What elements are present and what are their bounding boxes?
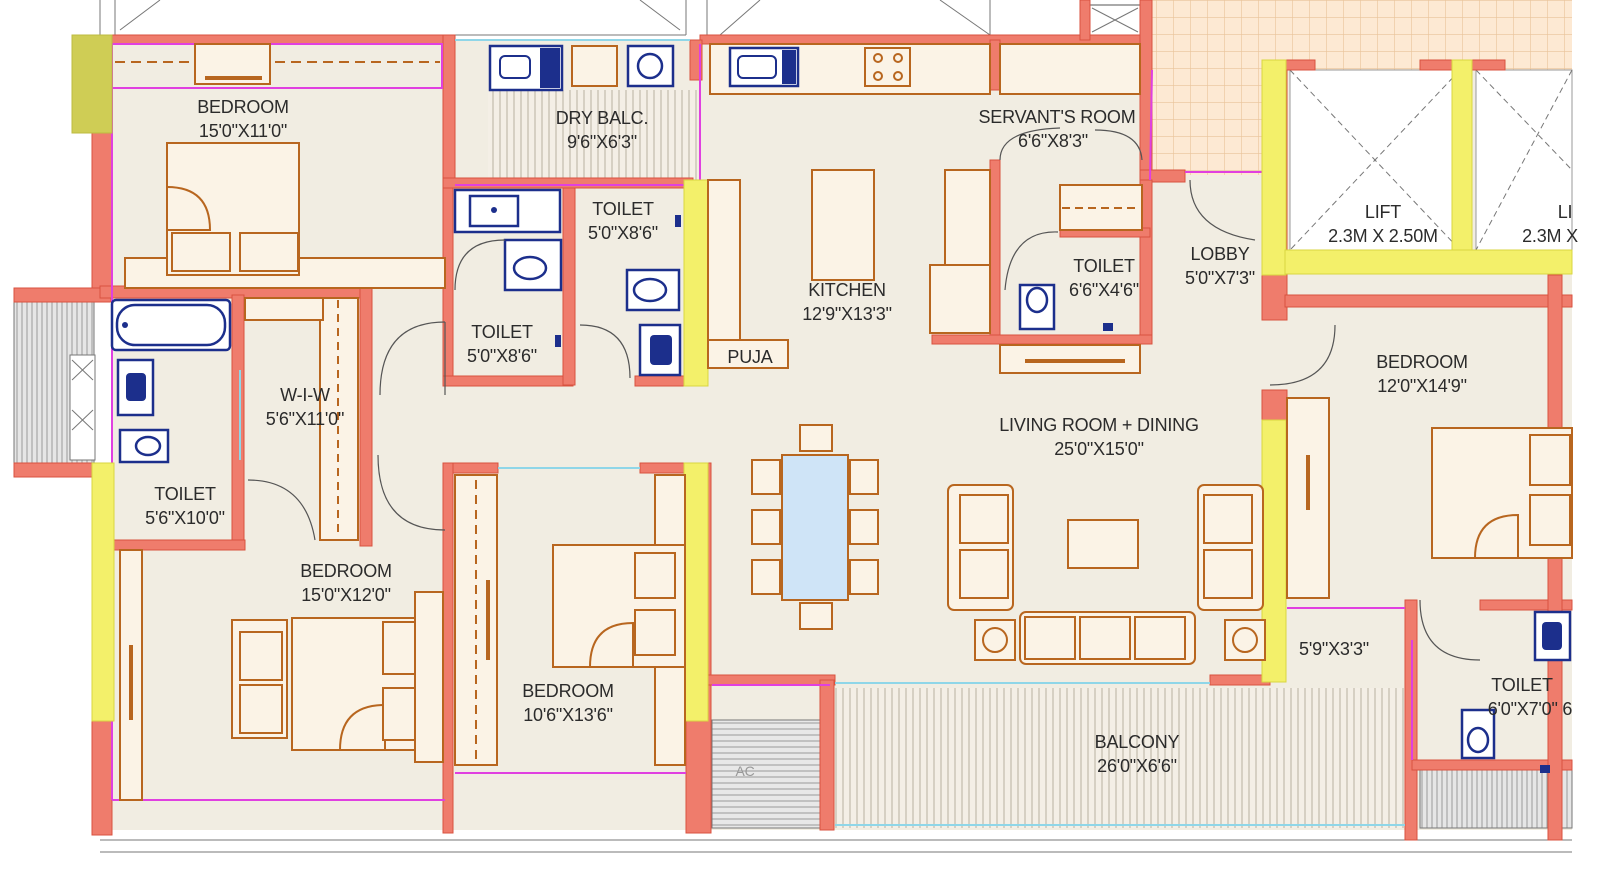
label-balcony: BALCONY (1095, 732, 1180, 752)
size-toilet-left: 5'6"X10'0" (145, 508, 225, 528)
label-lobby: LOBBY (1190, 244, 1249, 264)
dry-balcony-floor (488, 90, 698, 182)
label-dry-balc: DRY BALC. (556, 108, 649, 128)
size-bedroom1: 15'0"X11'0" (199, 121, 287, 141)
label-toilet-left: TOILET (154, 484, 216, 504)
size-toilet-servant: 6'6"X4'6" (1069, 280, 1139, 300)
label-bedroom2: BEDROOM (300, 561, 392, 581)
kitchen-counter (707, 43, 1141, 369)
size-dry-balc: 9'6"X6'3" (567, 132, 637, 152)
size-passage: 5'9"X3'3" (1299, 639, 1369, 659)
ac-ledge (711, 719, 831, 829)
label-bedroom3: BEDROOM (522, 681, 614, 701)
label-living: LIVING ROOM + DINING (999, 415, 1199, 435)
size-toilet-b: 5'0"X8'6" (467, 346, 537, 366)
label-wiw: W-I-W (280, 385, 330, 405)
dining-set (751, 424, 879, 630)
label-servant-room: SERVANT'S ROOM (979, 107, 1136, 127)
door-swings (247, 127, 1481, 661)
size-bedroom-right: 12'0"X14'9" (1377, 376, 1467, 396)
glass-lines (239, 39, 1405, 826)
label-ac-ledge: AC (735, 763, 754, 779)
living-sofas (947, 484, 1266, 665)
bed-bedroom2 (119, 549, 444, 801)
size-bedroom3: 10'6"X13'6" (523, 705, 613, 725)
label-puja: PUJA (727, 347, 772, 367)
label-toilet-b: TOILET (471, 322, 533, 342)
size-servant-room: 6'6"X8'3" (1018, 131, 1088, 151)
wardrobe-bedroom1 (115, 43, 440, 85)
lobby-tiles (1150, 0, 1572, 70)
wiw-shelves (244, 297, 359, 541)
balcony-floor (835, 688, 1405, 828)
toilet-left-fixtures (110, 298, 232, 464)
label-lift1: LIFT (1365, 202, 1401, 222)
servant-room-furniture (929, 169, 1143, 374)
label-toilet-servant: TOILET (1073, 256, 1135, 276)
size-toilet-right: 6'0"X7'0" 6 (1488, 699, 1573, 719)
size-lift2: 2.3M X (1522, 226, 1578, 246)
size-living: 25'0"X15'0" (1054, 439, 1144, 459)
size-toilet-a: 5'0"X8'6" (588, 223, 658, 243)
lift-shafts (1289, 69, 1573, 251)
size-bedroom2: 15'0"X12'0" (301, 585, 391, 605)
ledge-right (1419, 769, 1573, 829)
label-lift2: LI (1558, 202, 1573, 222)
label-toilet-right: TOILET (1491, 675, 1553, 695)
central-toilet-fixtures (453, 188, 682, 377)
size-lift1: 2.3M X 2.50M (1328, 226, 1438, 246)
label-toilet-a: TOILET (592, 199, 654, 219)
label-kitchen: KITCHEN (808, 280, 886, 300)
size-wiw: 5'6"X11'0" (266, 409, 344, 429)
size-kitchen: 12'9"X13'3" (802, 304, 892, 324)
exterior-lines (99, 0, 1572, 853)
size-lobby: 5'0"X7'3" (1185, 268, 1255, 288)
label-bedroom-right: BEDROOM (1376, 352, 1468, 372)
size-balcony: 26'0"X6'6" (1097, 756, 1177, 776)
windows (71, 34, 1573, 722)
room-labels: BEDROOM 15'0"X11'0" DRY BALC. 9'6"X6'3" … (145, 97, 1578, 779)
dry-balcony-fixtures (488, 44, 675, 92)
bed-bedroom3 (454, 474, 686, 766)
bed-bedroom1 (124, 142, 446, 289)
label-bedroom1: BEDROOM (197, 97, 289, 117)
bed-bedroom-right (1286, 397, 1573, 773)
